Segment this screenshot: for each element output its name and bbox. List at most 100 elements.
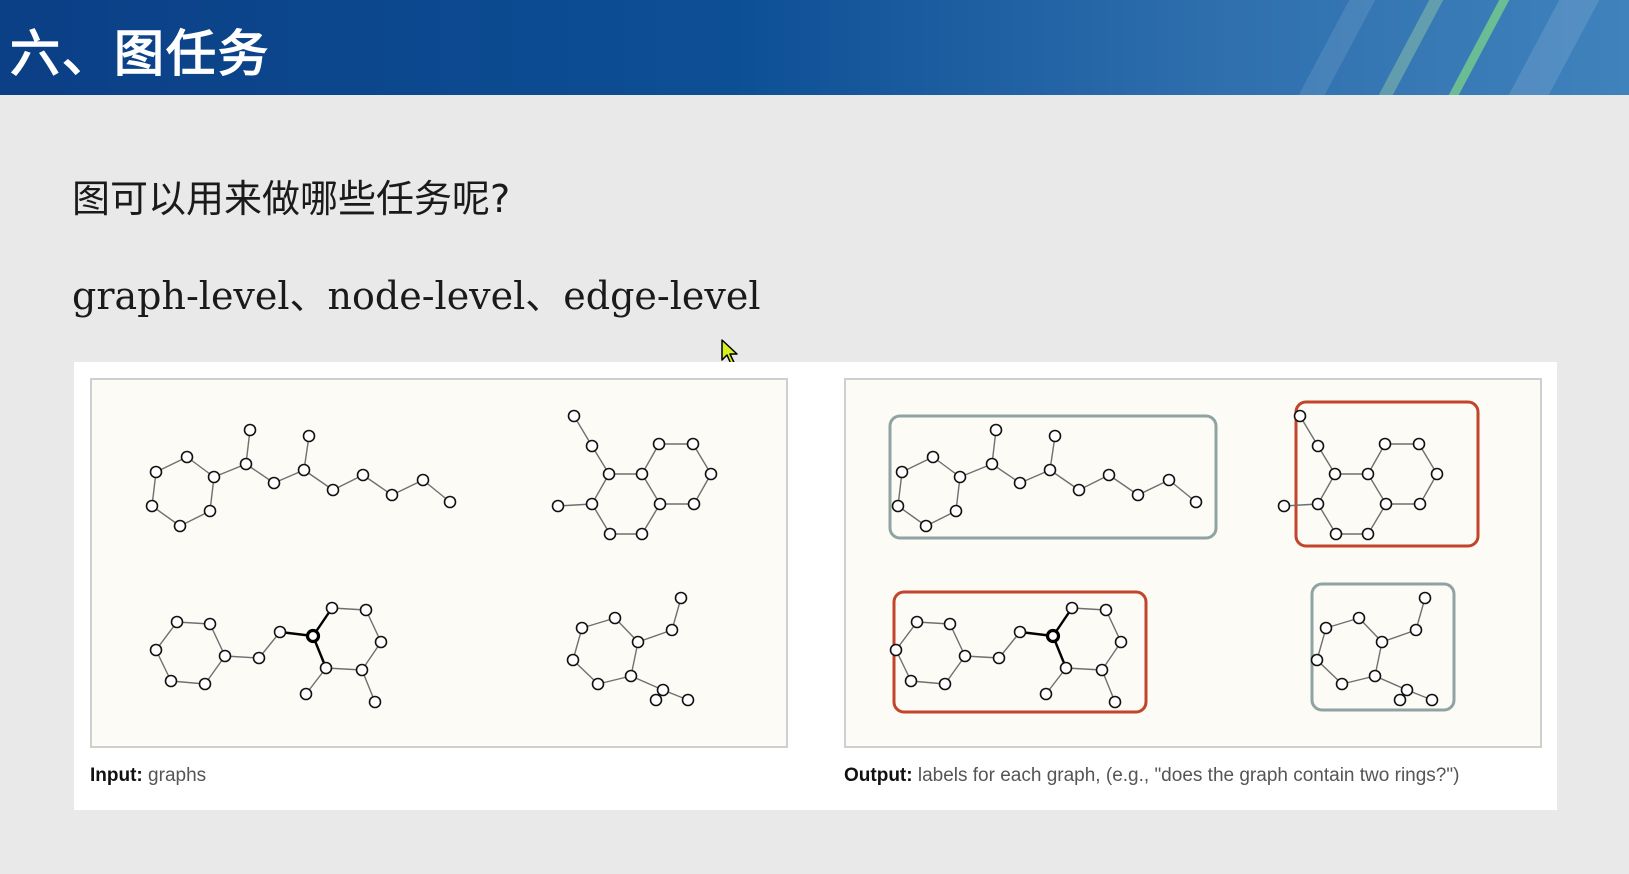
graph-node [656, 683, 670, 697]
graph-node [243, 423, 257, 437]
graph-node [1352, 611, 1366, 625]
graph-node [319, 661, 333, 675]
graph-node [889, 643, 903, 657]
graph-1 [145, 423, 457, 533]
graph-node [1013, 476, 1027, 490]
graph-node [1059, 661, 1073, 675]
output-labels-panel [844, 378, 1542, 748]
graph-node [624, 669, 638, 683]
graph-node [686, 437, 700, 451]
output-caption-text: labels for each graph, (e.g., "does the … [912, 765, 1460, 786]
graph-2 [551, 409, 718, 541]
graph-node [1293, 409, 1307, 423]
title-bar: 六、图任务 [0, 0, 1629, 95]
graph-node [938, 677, 952, 691]
graph-node [145, 499, 159, 513]
graph-3 [889, 590, 1148, 714]
graph-node [385, 488, 399, 502]
graph-node [1189, 495, 1203, 509]
graph-node [591, 677, 605, 691]
graph-node [674, 591, 688, 605]
graph-node [164, 674, 178, 688]
graph-4 [566, 591, 695, 707]
graph-node [681, 693, 695, 707]
graph-node [198, 677, 212, 691]
graph-node [368, 695, 382, 709]
input-caption-text: graphs [142, 765, 207, 786]
graph-node [652, 437, 666, 451]
graph-node [207, 470, 221, 484]
label-frame-no-two-rings [888, 414, 1218, 540]
graph-node [635, 467, 649, 481]
graph-node [1418, 591, 1432, 605]
graph-node [1310, 653, 1324, 667]
graph-node [203, 504, 217, 518]
graph-node [173, 519, 187, 533]
decorative-streak [1430, 0, 1520, 95]
graph-node [992, 651, 1006, 665]
graph-node [949, 504, 963, 518]
graph-node [1102, 468, 1116, 482]
graph-node [575, 621, 589, 635]
output-caption: Output: labels for each graph, (e.g., "d… [844, 765, 1459, 787]
graph-node [551, 499, 565, 513]
label-frame-two-rings [1294, 400, 1480, 548]
graph-node [416, 473, 430, 487]
graph-node [653, 497, 667, 511]
graph-node [704, 467, 718, 481]
graph-node [1277, 499, 1291, 513]
graph-node [218, 649, 232, 663]
graph-node [904, 674, 918, 688]
graph-node [180, 450, 194, 464]
graph-node [239, 457, 253, 471]
graph-node [267, 476, 281, 490]
graph-node [326, 483, 340, 497]
graph-node [1425, 693, 1439, 707]
graph-node [302, 429, 316, 443]
graph-node [1095, 663, 1109, 677]
graph-level-figure: Input: graphs Output: labels for each gr… [74, 362, 1557, 810]
graph-node [665, 623, 679, 637]
graph-node [1393, 693, 1407, 707]
graph-node [1361, 467, 1375, 481]
graph-node [631, 635, 645, 649]
graph-4 [1310, 582, 1456, 712]
graph-node [374, 635, 388, 649]
graph-node [985, 457, 999, 471]
graph-node [1072, 483, 1086, 497]
input-graphs-svg [145, 409, 718, 709]
decorative-streak [1280, 0, 1386, 95]
graph-node [273, 625, 287, 639]
graph-node [1114, 635, 1128, 649]
graph-node [170, 615, 184, 629]
graph-node [443, 495, 457, 509]
graph-node [1368, 669, 1382, 683]
graph-node [989, 423, 1003, 437]
graph-node [149, 643, 163, 657]
graph-node [585, 439, 599, 453]
graph-node [356, 468, 370, 482]
graph-node [1329, 527, 1343, 541]
graph-node [1378, 437, 1392, 451]
graph-node [567, 409, 581, 423]
graph-node [1375, 635, 1389, 649]
graph-node [1335, 677, 1349, 691]
graph-node [1311, 497, 1325, 511]
graph-node [252, 651, 266, 665]
graph-node [635, 527, 649, 541]
input-caption-label: Input: [90, 765, 143, 786]
graph-node [910, 615, 924, 629]
graph-node [299, 687, 313, 701]
graph-node [305, 628, 321, 644]
decorative-streak [1490, 0, 1610, 95]
graph-node [943, 617, 957, 631]
graph-node [1045, 628, 1061, 644]
graph-node [608, 611, 622, 625]
graph-node [355, 663, 369, 677]
output-graphs-svg [888, 400, 1480, 714]
graph-node [1328, 467, 1342, 481]
input-graphs-panel [90, 378, 788, 748]
graph-1 [888, 414, 1218, 540]
graph-node [1412, 437, 1426, 451]
graph-node [325, 601, 339, 615]
